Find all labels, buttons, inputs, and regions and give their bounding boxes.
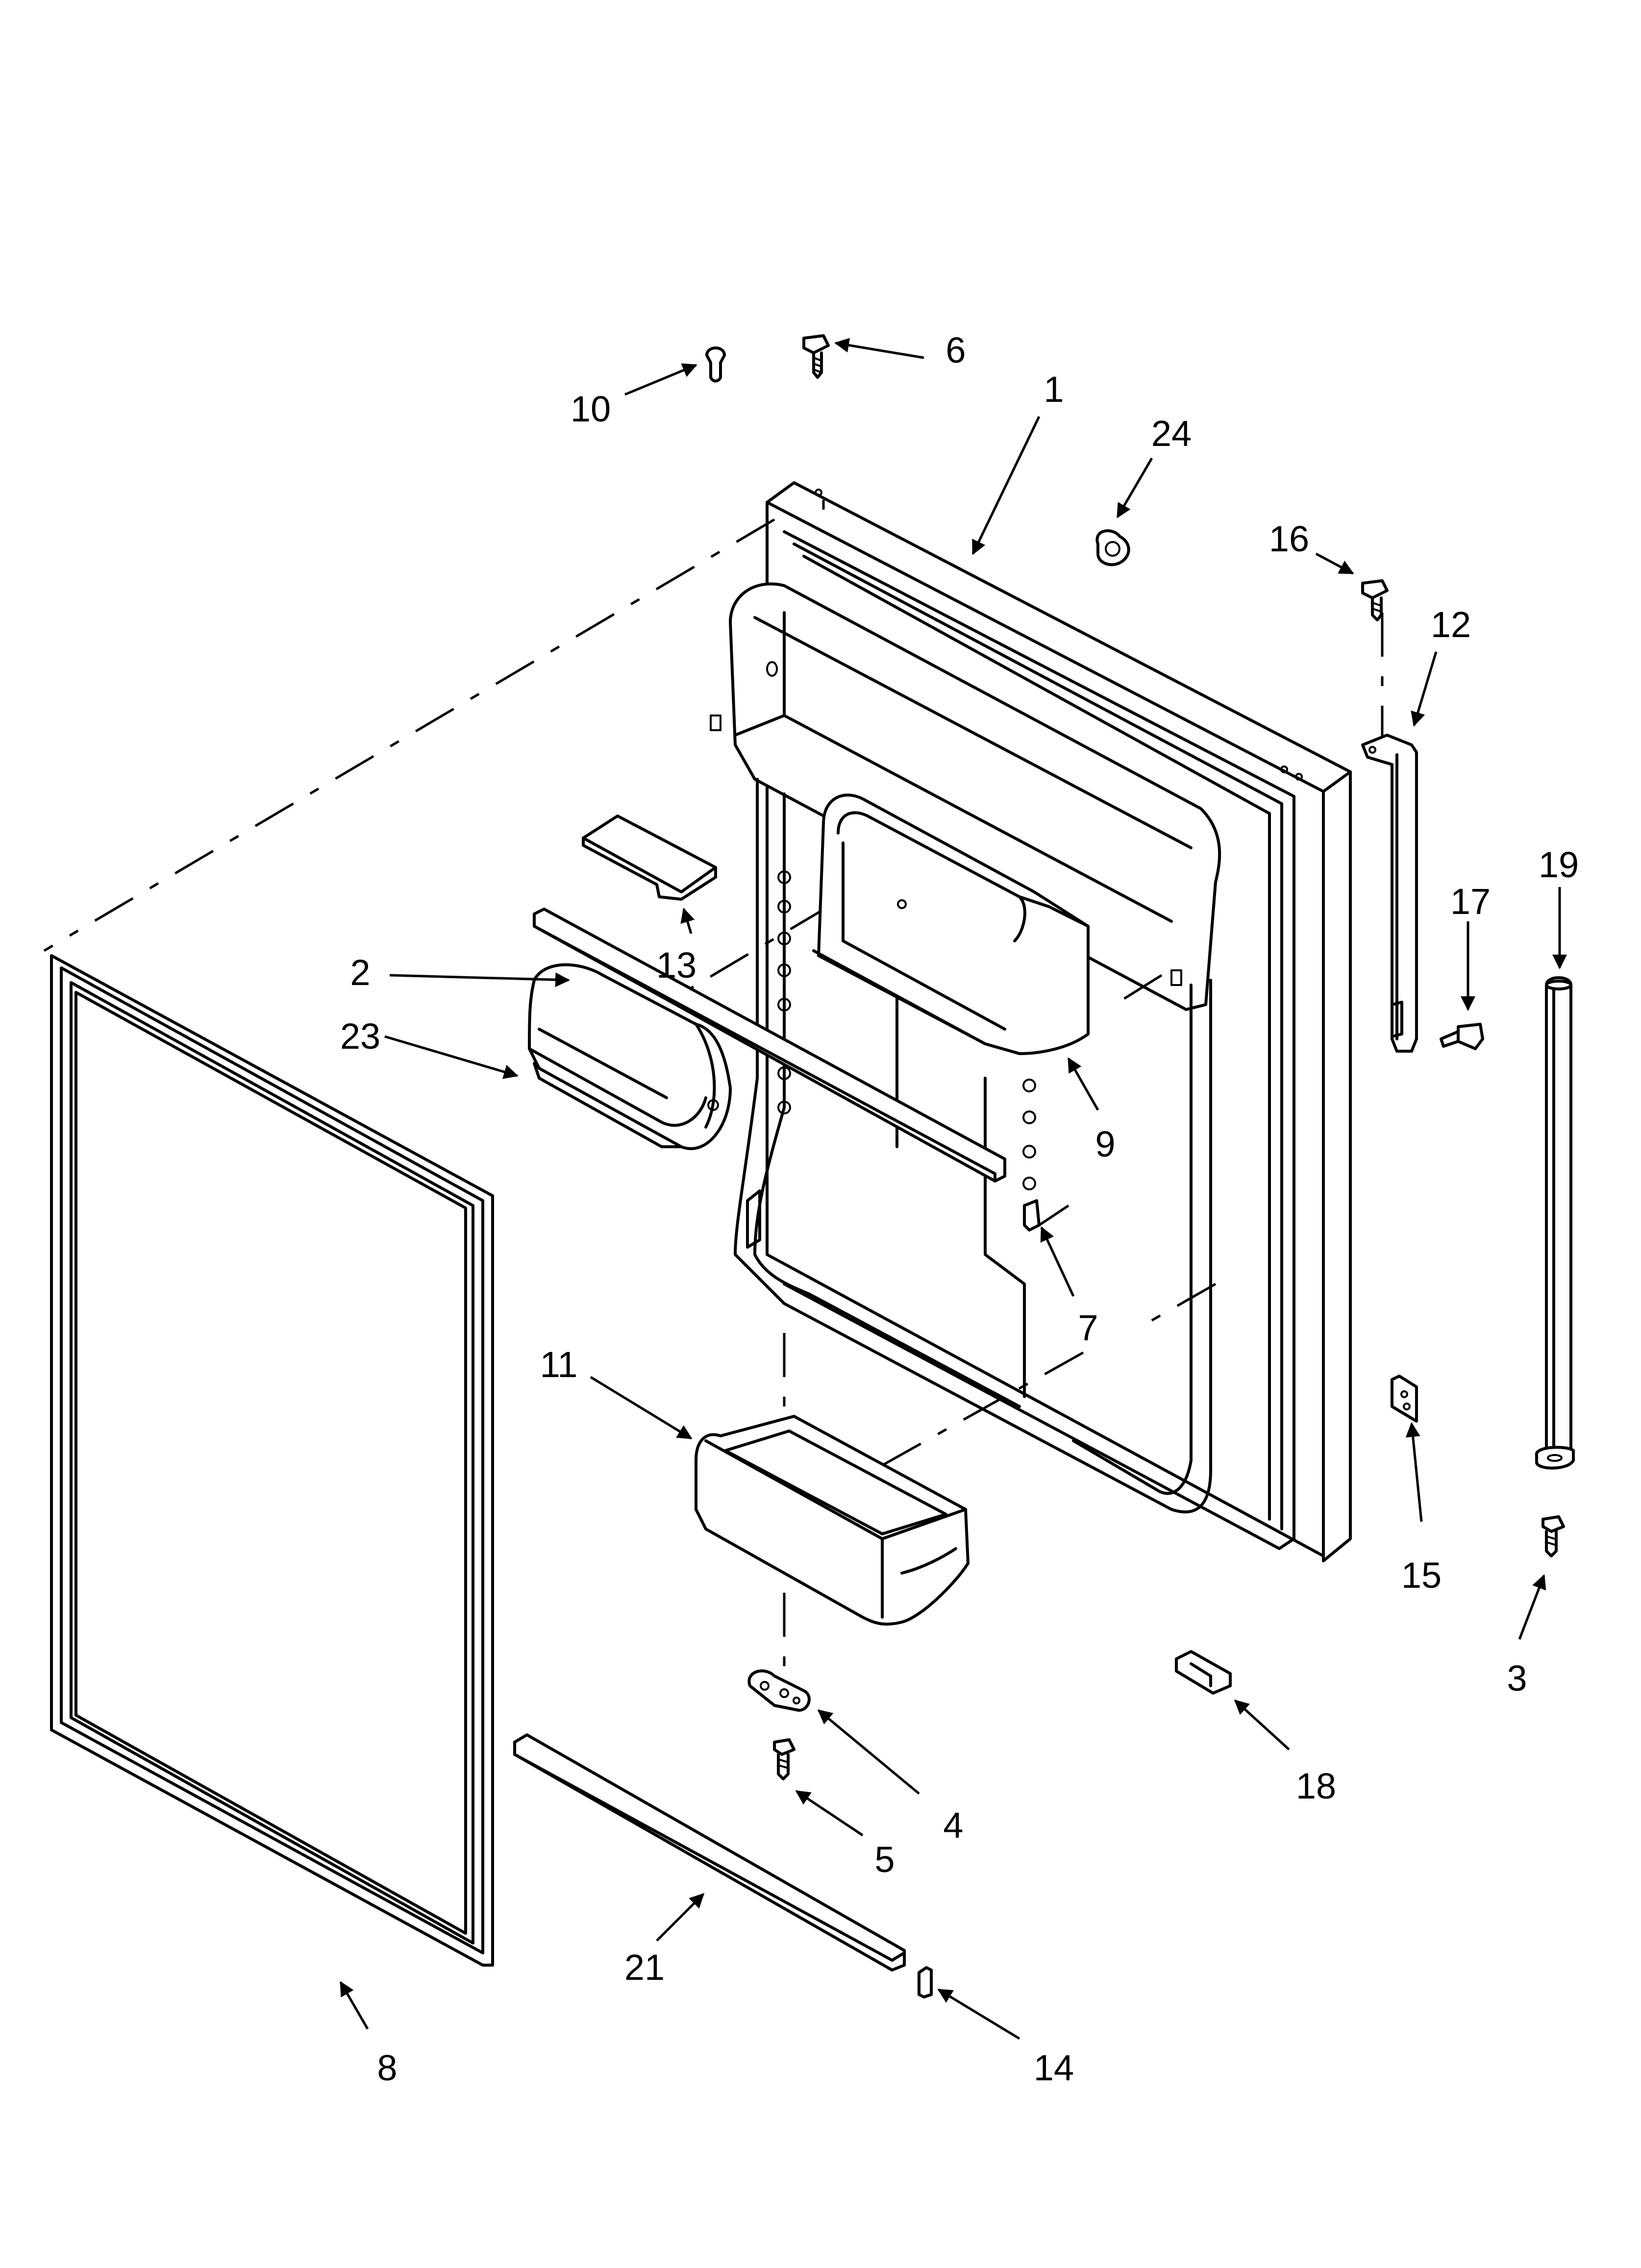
- end-clip: [918, 1966, 933, 1998]
- shelf-studs: [777, 870, 1036, 1190]
- dairy-bin: [812, 793, 1090, 1055]
- rod-screw: [1542, 1515, 1565, 1557]
- callout-7: 7: [1078, 1307, 1098, 1348]
- callout-8: 8: [377, 2047, 397, 2088]
- callout-5: 5: [874, 1839, 895, 1880]
- small-bracket: [1391, 1375, 1418, 1423]
- plug: [705, 346, 726, 383]
- bin-cover: [528, 963, 732, 1150]
- hinge-bracket: [1361, 734, 1418, 1053]
- cap: [1095, 529, 1130, 567]
- leader-lines: [339, 338, 1567, 2040]
- clip: [1175, 1650, 1232, 1695]
- hinge-screw: [1361, 579, 1389, 621]
- callout-6: 6: [945, 330, 966, 370]
- callout-19: 19: [1539, 844, 1579, 885]
- callout-23: 23: [340, 1016, 380, 1057]
- callout-1: 1: [1044, 369, 1064, 410]
- bottom-bin: [695, 1415, 970, 1626]
- callout-11: 11: [540, 1344, 578, 1385]
- callout-21: 21: [624, 1947, 665, 1988]
- callout-13: 13: [656, 945, 696, 986]
- hinge-rod: [1535, 976, 1575, 1470]
- bar-clip: [1023, 1199, 1041, 1232]
- callout-14: 14: [1034, 2047, 1074, 2088]
- callout-9: 9: [1095, 1124, 1115, 1164]
- callout-18: 18: [1296, 1766, 1336, 1806]
- callout-3: 3: [1507, 1658, 1527, 1699]
- callout-labels: 1 2 3 4 5 6 7 8 9 10 11 12 13 14 15 16 1…: [340, 330, 1579, 2088]
- door-bar: [533, 908, 1006, 1183]
- small-tray: [582, 814, 717, 901]
- callout-15: 15: [1401, 1555, 1442, 1596]
- callout-12: 12: [1431, 604, 1471, 645]
- callout-16: 16: [1269, 518, 1309, 559]
- screw-top: [802, 334, 830, 379]
- callout-4: 4: [943, 1805, 963, 1846]
- hinge-screw-bottom: [773, 1738, 796, 1780]
- trim-strip: [513, 1733, 906, 1972]
- callout-24: 24: [1151, 413, 1192, 454]
- hinge-plate: [747, 1669, 811, 1712]
- door-gasket: [50, 954, 494, 1967]
- callout-10: 10: [571, 389, 611, 429]
- callout-2: 2: [350, 952, 370, 993]
- alignment-lines: [43, 500, 1384, 1686]
- bracket-screw: [1440, 1023, 1484, 1050]
- callout-17: 17: [1450, 881, 1491, 922]
